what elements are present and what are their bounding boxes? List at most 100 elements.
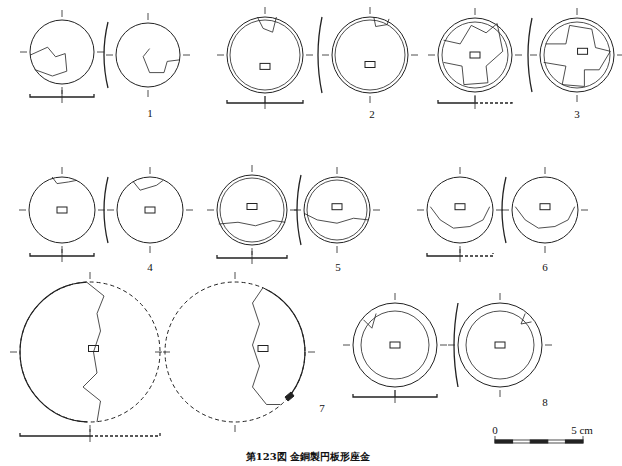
plate-outline	[438, 18, 512, 92]
center-tick	[370, 7, 371, 14]
break-line	[364, 314, 377, 329]
section-profile	[475, 100, 512, 103]
plate-outline	[117, 177, 183, 243]
center-tick	[265, 7, 266, 14]
center-tick	[545, 345, 552, 346]
side-profile	[318, 17, 322, 93]
center-tick	[395, 293, 396, 300]
callout-number: 7	[319, 403, 325, 414]
inner-ring	[361, 311, 429, 379]
plate-outline	[217, 175, 287, 245]
callout-number: 5	[335, 262, 341, 273]
center-tick	[183, 55, 190, 56]
scale-label: 5 cm	[571, 425, 593, 436]
center-tick	[107, 210, 114, 211]
plate-outline	[304, 177, 370, 243]
center-tick	[395, 390, 396, 403]
center-tick	[186, 210, 193, 211]
nail-hole	[390, 342, 400, 348]
plate-outline	[512, 177, 578, 243]
center-tick	[150, 246, 151, 253]
nail-hole	[258, 346, 268, 352]
plate-view	[10, 272, 170, 432]
center-tick	[500, 293, 501, 300]
inner-ring	[544, 22, 610, 88]
nail-hole	[260, 63, 270, 69]
inner-ring	[220, 178, 284, 242]
center-tick	[62, 10, 63, 17]
center-tick	[150, 167, 151, 174]
plate-view	[107, 167, 193, 253]
nail-hole	[470, 52, 480, 58]
section-profile	[62, 253, 94, 256]
side-profile	[104, 177, 108, 243]
section-profile	[460, 253, 493, 256]
side-profile	[104, 22, 108, 88]
callout-number: 1	[147, 108, 153, 119]
center-tick	[417, 210, 424, 211]
center-tick	[545, 167, 546, 174]
plate-view	[322, 7, 418, 103]
inner-ring	[442, 22, 508, 88]
plate-view	[294, 167, 380, 253]
center-tick	[337, 167, 338, 174]
center-tick	[617, 55, 622, 56]
plate-view	[106, 13, 190, 97]
callout-number: 3	[574, 109, 580, 120]
plate-view	[217, 7, 313, 103]
center-tick	[475, 8, 476, 15]
center-tick	[440, 345, 447, 346]
section-profile	[395, 394, 437, 397]
inner-ring	[307, 180, 367, 240]
center-tick	[460, 167, 461, 174]
break-line	[253, 288, 281, 405]
center-tick	[577, 95, 578, 102]
break-line	[374, 17, 389, 27]
break-line	[219, 221, 286, 226]
section-profile	[252, 255, 287, 258]
center-tick	[265, 96, 266, 109]
plate-view	[20, 10, 104, 94]
callout-number: 4	[147, 262, 153, 273]
center-tick	[97, 52, 104, 53]
plate-view	[343, 293, 447, 397]
center-tick	[581, 210, 588, 211]
plate-outline	[116, 23, 180, 87]
break-line	[30, 47, 67, 76]
section-profile	[227, 100, 265, 103]
center-tick	[308, 352, 315, 353]
break-line	[444, 24, 503, 85]
scale-bar	[495, 436, 583, 443]
section-profile	[217, 255, 252, 258]
plate-outline	[165, 282, 305, 422]
surviving-edge	[265, 289, 305, 399]
center-tick	[500, 390, 501, 397]
center-tick	[235, 425, 236, 432]
nail-hole	[89, 346, 99, 352]
plate-outline	[458, 303, 542, 387]
drawing	[10, 7, 622, 443]
center-tick	[217, 55, 224, 56]
rivet-mark	[285, 392, 294, 401]
break-line	[544, 25, 611, 86]
section-profile	[265, 100, 303, 103]
center-tick	[62, 90, 63, 103]
plate-view	[530, 8, 622, 102]
center-tick	[428, 55, 435, 56]
center-tick	[62, 249, 63, 262]
break-line	[521, 314, 532, 325]
side-profile	[297, 175, 301, 245]
center-tick	[515, 55, 522, 56]
center-tick	[306, 55, 313, 56]
plate-view	[428, 8, 522, 102]
section-profile	[438, 100, 475, 103]
center-tick	[148, 90, 149, 97]
center-tick	[10, 352, 17, 353]
section-profile	[30, 94, 62, 97]
center-tick	[373, 210, 380, 211]
center-tick	[530, 55, 537, 56]
center-tick	[475, 96, 476, 109]
figure-caption: 第123図 金銅製円板形座金	[246, 452, 370, 462]
nail-hole	[365, 62, 375, 68]
